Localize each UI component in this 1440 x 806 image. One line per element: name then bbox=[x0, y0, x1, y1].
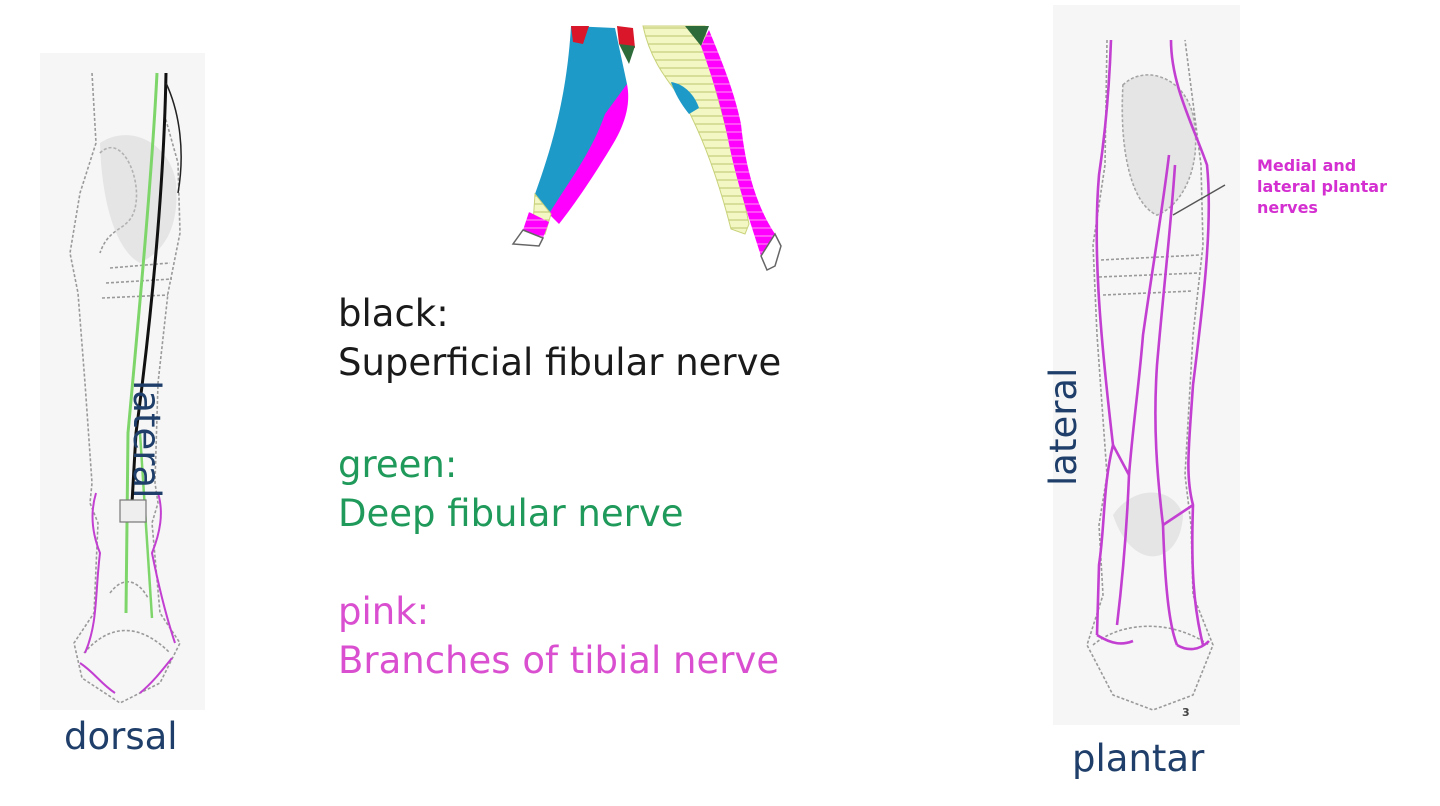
legend-item-black: black: Superficial fibular nerve bbox=[338, 289, 781, 387]
legend-nerve-name: Branches of tibial nerve bbox=[338, 639, 780, 682]
dorsal-limb-illustration bbox=[40, 53, 205, 710]
legend-nerve-name: Deep fibular nerve bbox=[338, 492, 684, 535]
legend-color-name: green: bbox=[338, 443, 458, 486]
legend-item-pink: pink: Branches of tibial nerve bbox=[338, 587, 779, 685]
legend-nerve-name: Superficial fibular nerve bbox=[338, 341, 782, 384]
callout-line: Medial and bbox=[1257, 156, 1357, 175]
lateral-side-label-left: lateral bbox=[125, 380, 168, 499]
legend-item-green: green: Deep fibular nerve bbox=[338, 440, 684, 538]
callout-leader-line bbox=[1172, 184, 1226, 216]
tibial-nerve-branches bbox=[79, 492, 176, 694]
callout-line: nerves bbox=[1257, 198, 1318, 217]
plantar-nerves-callout: Medial and lateral plantar nerves bbox=[1257, 155, 1387, 218]
plantar-view-label: plantar bbox=[1072, 737, 1205, 780]
lateral-side-label-right: lateral bbox=[1042, 367, 1085, 486]
plantar-limb-illustration bbox=[1053, 5, 1240, 725]
callout-line: lateral plantar bbox=[1257, 177, 1387, 196]
dorsal-view-label: dorsal bbox=[64, 715, 178, 758]
innervation-region-figure bbox=[511, 25, 782, 272]
superficial-fibular-nerve-line bbox=[130, 72, 168, 504]
legend-color-name: pink: bbox=[338, 590, 430, 633]
plantar-nerve-lines bbox=[1095, 39, 1211, 651]
figure-mark: 3 bbox=[1182, 706, 1190, 719]
legend-color-name: black: bbox=[338, 292, 449, 335]
plantar-limb-drawing bbox=[1086, 39, 1226, 711]
dorsal-limb-drawing bbox=[69, 72, 182, 704]
deep-fibular-nerve-line bbox=[124, 72, 159, 614]
